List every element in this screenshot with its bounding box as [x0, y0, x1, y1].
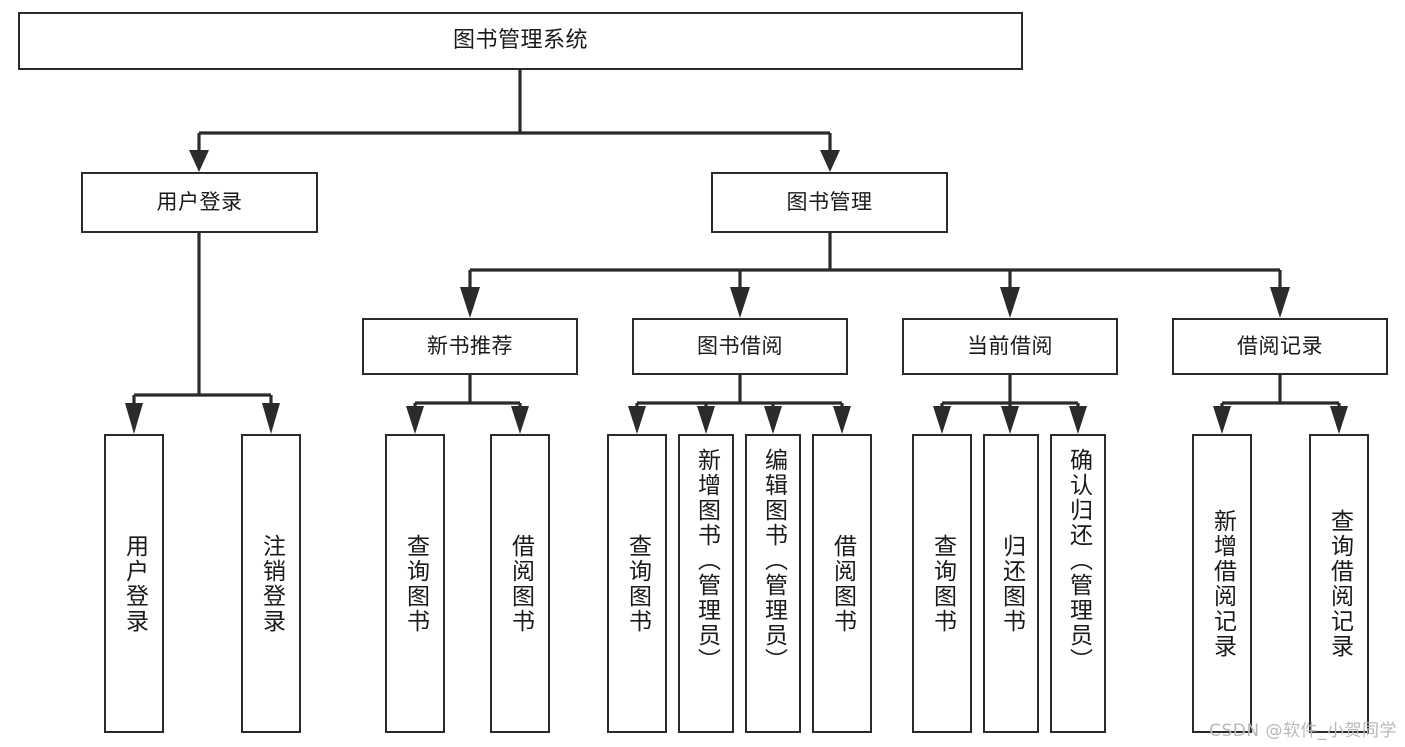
node-root-book-management-system[interactable]: 图书管理系统 [18, 12, 1023, 70]
node-label: 查询图书 [929, 533, 956, 634]
node-label: 查询图书 [624, 533, 651, 634]
leaf-user-login[interactable]: 用户登录 [104, 434, 164, 733]
node-user-login[interactable]: 用户登录 [81, 172, 318, 233]
node-label: 新增图书（管理员） [693, 448, 720, 673]
node-book-management[interactable]: 图书管理 [711, 172, 948, 233]
node-label: 确认归还（管理员） [1065, 448, 1092, 673]
leaf-logout-login[interactable]: 注销登录 [241, 434, 301, 733]
node-label: 注销登录 [258, 533, 285, 634]
node-label: 新增借阅记录 [1209, 508, 1236, 659]
node-current-borrow[interactable]: 当前借阅 [902, 318, 1118, 375]
leaf-return-book[interactable]: 归还图书 [983, 434, 1039, 733]
leaf-add-borrow-record[interactable]: 新增借阅记录 [1192, 434, 1252, 733]
node-label: 借阅图书 [829, 533, 856, 634]
node-label: 归还图书 [998, 533, 1025, 634]
node-label: 查询借阅记录 [1326, 508, 1353, 659]
node-label: 借阅图书 [507, 533, 534, 634]
leaf-borrow-book-recommend[interactable]: 借阅图书 [490, 434, 550, 733]
leaf-edit-book-admin[interactable]: 编辑图书（管理员） [745, 434, 801, 733]
leaf-query-book-recommend[interactable]: 查询图书 [385, 434, 445, 733]
node-label: 图书借阅 [697, 334, 783, 359]
node-book-borrow[interactable]: 图书借阅 [632, 318, 848, 375]
node-label: 用户登录 [156, 190, 243, 215]
leaf-query-borrow-record[interactable]: 查询借阅记录 [1309, 434, 1369, 733]
node-label: 借阅记录 [1237, 334, 1323, 359]
watermark: CSDN @软件_小贺同学 [1209, 721, 1397, 741]
node-label: 新书推荐 [427, 334, 513, 359]
node-label: 用户登录 [121, 533, 148, 634]
node-label: 当前借阅 [967, 334, 1053, 359]
node-label: 查询图书 [402, 533, 429, 634]
node-label: 编辑图书（管理员） [760, 448, 787, 673]
node-label: 图书管理 [786, 190, 873, 215]
node-new-book-recommend[interactable]: 新书推荐 [362, 318, 578, 375]
leaf-query-book-current[interactable]: 查询图书 [912, 434, 972, 733]
leaf-borrow-book[interactable]: 借阅图书 [812, 434, 872, 733]
node-label: 图书管理系统 [452, 28, 588, 54]
node-borrow-record[interactable]: 借阅记录 [1172, 318, 1388, 375]
leaf-confirm-return-admin[interactable]: 确认归还（管理员） [1050, 434, 1106, 733]
leaf-add-book-admin[interactable]: 新增图书（管理员） [678, 434, 734, 733]
leaf-query-book-borrow[interactable]: 查询图书 [607, 434, 667, 733]
